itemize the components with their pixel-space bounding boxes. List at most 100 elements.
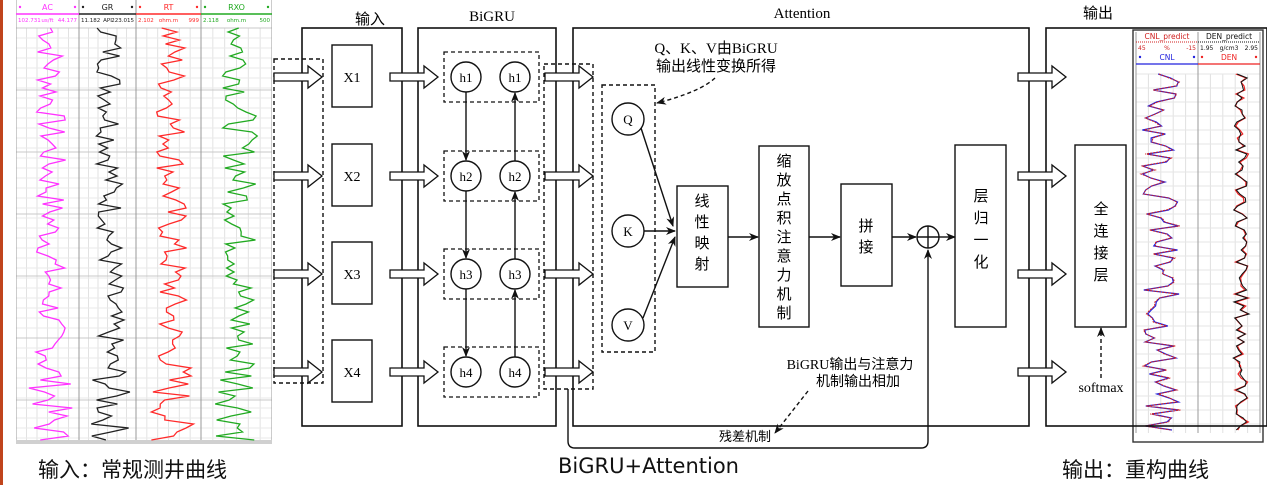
svg-text:层: 层 xyxy=(1093,266,1108,284)
input-curve-rt xyxy=(149,27,196,441)
output-box xyxy=(1045,27,1267,427)
output-caption: 输出：重构曲线 xyxy=(1062,458,1209,482)
svg-text:CNL_predict: CNL_predict xyxy=(1145,32,1190,41)
svg-text:缩: 缩 xyxy=(776,152,791,170)
scaled-dot-attention-box xyxy=(758,145,810,328)
svg-text:连: 连 xyxy=(1093,222,1108,240)
svg-text:-15: -15 xyxy=(1186,45,1196,52)
slide-accent-bar xyxy=(0,0,3,485)
input-node-x2: X2 xyxy=(331,143,373,207)
bigru-section-title: BiGRU xyxy=(469,9,515,25)
input-section-title: 输入 xyxy=(355,10,385,28)
svg-text:%: % xyxy=(1164,45,1170,52)
svg-text:ohm.m: ohm.m xyxy=(159,18,178,24)
svg-text:映: 映 xyxy=(694,234,709,252)
forward-hidden-h1: h1 xyxy=(450,61,482,93)
svg-text:AC: AC xyxy=(42,3,53,12)
svg-text:V: V xyxy=(623,318,633,333)
forward-hidden-h2: h2 xyxy=(450,160,482,192)
svg-text:500: 500 xyxy=(260,18,271,24)
backward-hidden-h4: h4 xyxy=(499,356,531,388)
svg-text:us/ft: us/ft xyxy=(41,18,54,24)
svg-text:102.731: 102.731 xyxy=(18,18,41,24)
reference-curve-den xyxy=(1232,73,1251,431)
svg-text:化: 化 xyxy=(973,253,988,271)
q-to-linear-arrow xyxy=(640,127,675,227)
hidden-pair-group-2 xyxy=(443,150,540,202)
svg-text:h2: h2 xyxy=(509,169,522,184)
svg-text:ohm.m: ohm.m xyxy=(227,18,246,24)
layer-norm-box xyxy=(954,144,1007,328)
svg-text:全: 全 xyxy=(1093,200,1108,218)
input-track-header-rxo: RXO 2.118 ohm.m 500 xyxy=(201,3,272,24)
model-caption: BiGRU+Attention xyxy=(558,454,739,478)
svg-text:意: 意 xyxy=(776,247,791,265)
svg-text:11.182: 11.182 xyxy=(81,18,100,24)
svg-text:h3: h3 xyxy=(509,267,522,282)
svg-text:DEN_predict: DEN_predict xyxy=(1206,32,1252,41)
qkv-note-line1: Q、K、V由BiGRU xyxy=(654,40,778,57)
svg-text:RXO: RXO xyxy=(228,3,245,12)
bigru-output-dashed-group xyxy=(543,63,594,390)
svg-text:API: API xyxy=(103,18,112,24)
attention-section-title: Attention xyxy=(774,6,831,22)
backward-hidden-h3: h3 xyxy=(499,258,531,290)
svg-text:RT: RT xyxy=(164,3,174,12)
concat-label: 拼接 xyxy=(858,217,873,256)
svg-text:h2: h2 xyxy=(460,169,473,184)
linear-map-box xyxy=(676,185,729,288)
bigru-to-attention-arrow-2 xyxy=(544,163,595,189)
residual-label: 残差机制 xyxy=(719,430,771,445)
attention-to-output-arrow-4 xyxy=(1017,359,1068,385)
svg-text:点: 点 xyxy=(776,190,791,208)
concat-box xyxy=(840,183,893,287)
input-arrow-3 xyxy=(273,261,324,287)
svg-text:2.118: 2.118 xyxy=(203,18,219,24)
residual-note-line1: BiGRU输出与注意力 xyxy=(787,356,914,373)
qkv-note-line2: 输出线性变换所得 xyxy=(656,57,776,75)
qkv-dashed-group xyxy=(601,84,656,353)
residual-note-line2: 机制输出相加 xyxy=(816,374,900,390)
qkv-note-arrow xyxy=(656,77,716,105)
svg-text:制: 制 xyxy=(776,304,791,322)
svg-text:1.95: 1.95 xyxy=(1200,45,1214,52)
svg-text:X1: X1 xyxy=(343,71,360,86)
svg-text:X4: X4 xyxy=(343,366,360,381)
input-arrow-4 xyxy=(273,359,324,385)
svg-text:DEN: DEN xyxy=(1221,53,1237,62)
input-caption: 输入：常规测井曲线 xyxy=(38,458,227,482)
svg-text:h3: h3 xyxy=(460,267,473,282)
input-curve-ac xyxy=(28,27,73,441)
svg-text:44.177: 44.177 xyxy=(58,18,78,24)
hidden-pair-group-3 xyxy=(443,248,540,300)
svg-text:接: 接 xyxy=(1093,244,1108,262)
input-arrow-1 xyxy=(273,64,324,90)
svg-text:放: 放 xyxy=(776,171,791,189)
input-dashed-group xyxy=(273,58,324,384)
v-node: V xyxy=(611,308,645,342)
predicted-curve-den-predict xyxy=(1232,73,1251,431)
svg-text:力: 力 xyxy=(776,266,791,284)
svg-text:一: 一 xyxy=(973,231,988,249)
svg-text:h1: h1 xyxy=(509,70,522,85)
forward-hidden-h3: h3 xyxy=(450,258,482,290)
attention-to-output-arrow-3 xyxy=(1017,261,1068,287)
residual-note-arrow xyxy=(774,390,809,434)
svg-text:归: 归 xyxy=(973,209,988,227)
output-section-title: 输出 xyxy=(1083,4,1113,22)
input-node-x3: X3 xyxy=(331,241,373,305)
svg-text:CNL: CNL xyxy=(1159,53,1175,62)
svg-text:性: 性 xyxy=(694,213,709,231)
bigru-to-attention-arrow-4 xyxy=(544,359,595,385)
bigru-to-attention-arrow-3 xyxy=(544,261,595,287)
x-to-bigru-arrow-4 xyxy=(389,359,440,385)
svg-text:机: 机 xyxy=(776,285,791,303)
svg-text:2.102: 2.102 xyxy=(138,18,154,24)
